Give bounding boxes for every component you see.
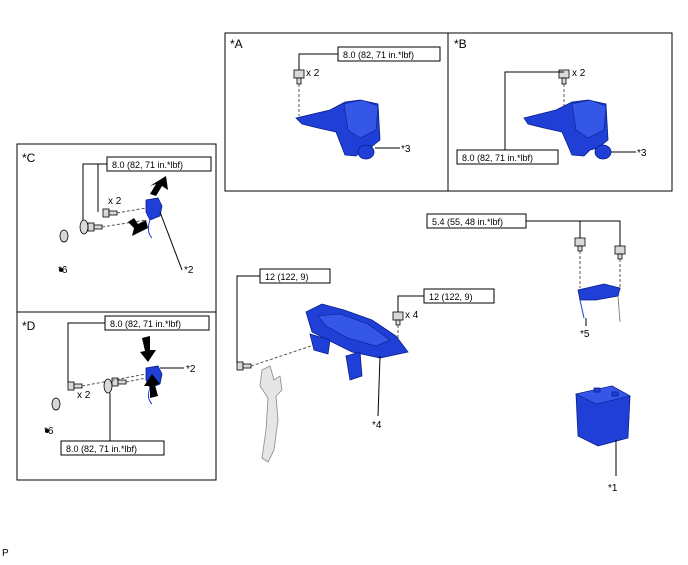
panel-c-torque: 8.0 (82, 71 in.*lbf) [112,160,183,170]
panel-a-part: *3 [401,144,411,155]
tray-part: *4 [372,420,382,431]
tray-qty: x 4 [405,310,419,321]
panel-d-qty: x 2 [77,390,91,401]
arrow-icon [128,218,148,236]
panel-c-nut-part: *6 [58,265,68,276]
nut-icon [51,397,61,411]
tray-torque-right-leader [397,295,424,312]
panel-c: *C 8.0 (82, 71 in.*lbf) x 2 *6 [16,143,217,313]
panel-d-bracket-part: *2 [186,364,196,375]
bullet-icon [45,429,49,433]
panel-c-qty: x 2 [108,196,122,207]
battery-clamp [577,283,621,323]
tray-torque-left-leader [236,275,260,364]
panel-d-frame [16,311,217,481]
arrow-icon [144,374,160,398]
footer-letter: P [2,548,9,559]
panel-c-label: *C [22,151,36,165]
panel-c-torque-leader-1 [97,163,107,212]
washer-icon [79,219,89,235]
panel-a-torque: 8.0 (82, 71 in.*lbf) [343,50,414,60]
battery-tray-group: 12 (122, 9) 12 (122, 9) x 4 *4 [236,268,495,463]
panel-d-bolt-axis-1 [81,373,147,387]
panel-b-torque-leader [504,71,564,150]
panel-b: *B x 2 8.0 (82, 71 in.*lbf) *3 [447,32,673,192]
panel-d-torque-top: 8.0 (82, 71 in.*lbf) [110,319,181,329]
panel-c-torque-leader-2 [82,163,98,222]
bolt-icon [293,69,305,85]
arrow-icon [150,176,168,196]
tray-bolt-axis [250,342,321,367]
panel-b-frame [447,32,673,192]
panel-b-part: *3 [637,148,647,159]
panel-d-torque-bottom-box [60,440,165,456]
panel-c-bolt-axis-2 [101,219,147,228]
bolt-icon [67,381,83,391]
panel-a-qty: x 2 [306,68,320,79]
panel-c-bracket-leader [159,211,183,271]
clamp-torque: 5.4 (55, 48 in.*lbf) [432,217,503,227]
battery-group: *1 [575,385,631,494]
clamp-torque-leader-1 [526,220,581,238]
battery-part: *1 [608,483,618,494]
battery-tray [305,303,409,381]
bolt-icon [236,361,252,371]
clamp-torque-leader-2 [580,220,621,246]
tray-part-leader [377,355,381,417]
bolt-icon [392,311,404,326]
engine-cover-bracket [295,99,381,160]
panel-d-torque-bottom: 8.0 (82, 71 in.*lbf) [66,444,137,454]
battery [575,385,631,447]
panel-b-qty: x 2 [572,68,586,79]
panel-d-nut-part: *6 [44,426,54,437]
nut-icon [614,245,626,260]
panel-d-bolt-axis-2 [125,377,147,383]
nut-icon [574,237,586,252]
tray-torque-left: 12 (122, 9) [265,272,309,282]
nut-icon [59,229,69,243]
panel-a-torque-leader [298,53,338,70]
clamp-part: *5 [580,329,590,340]
battery-clamp-group: 5.4 (55, 48 in.*lbf) *5 [426,213,626,340]
wire-bracket [145,197,163,239]
panel-b-torque-box [456,149,559,165]
tray-torque-right: 12 (122, 9) [429,292,473,302]
panel-a-label: *A [230,37,243,51]
hood-lock-support [259,365,283,463]
panel-d-label: *D [22,319,36,333]
arrow-icon [140,336,156,362]
bolt-icon [87,222,103,232]
panel-d-torque-top-leader [67,322,105,383]
engine-cover-bracket [523,99,612,160]
washer-icon [103,378,113,394]
bolt-icon [102,208,118,218]
bullet-icon [59,268,63,272]
panel-c-bracket-part: *2 [184,265,194,276]
panel-d: *D 8.0 (82, 71 in.*lbf) x 2 8.0 (82, 71 … [16,311,217,481]
bolt-icon [111,377,127,387]
panel-c-bolt-axis-1 [116,207,147,214]
panel-b-label: *B [454,37,467,51]
panel-b-torque: 8.0 (82, 71 in.*lbf) [462,153,533,163]
panel-a: *A 8.0 (82, 71 in.*lbf) x 2 *3 [224,32,449,192]
